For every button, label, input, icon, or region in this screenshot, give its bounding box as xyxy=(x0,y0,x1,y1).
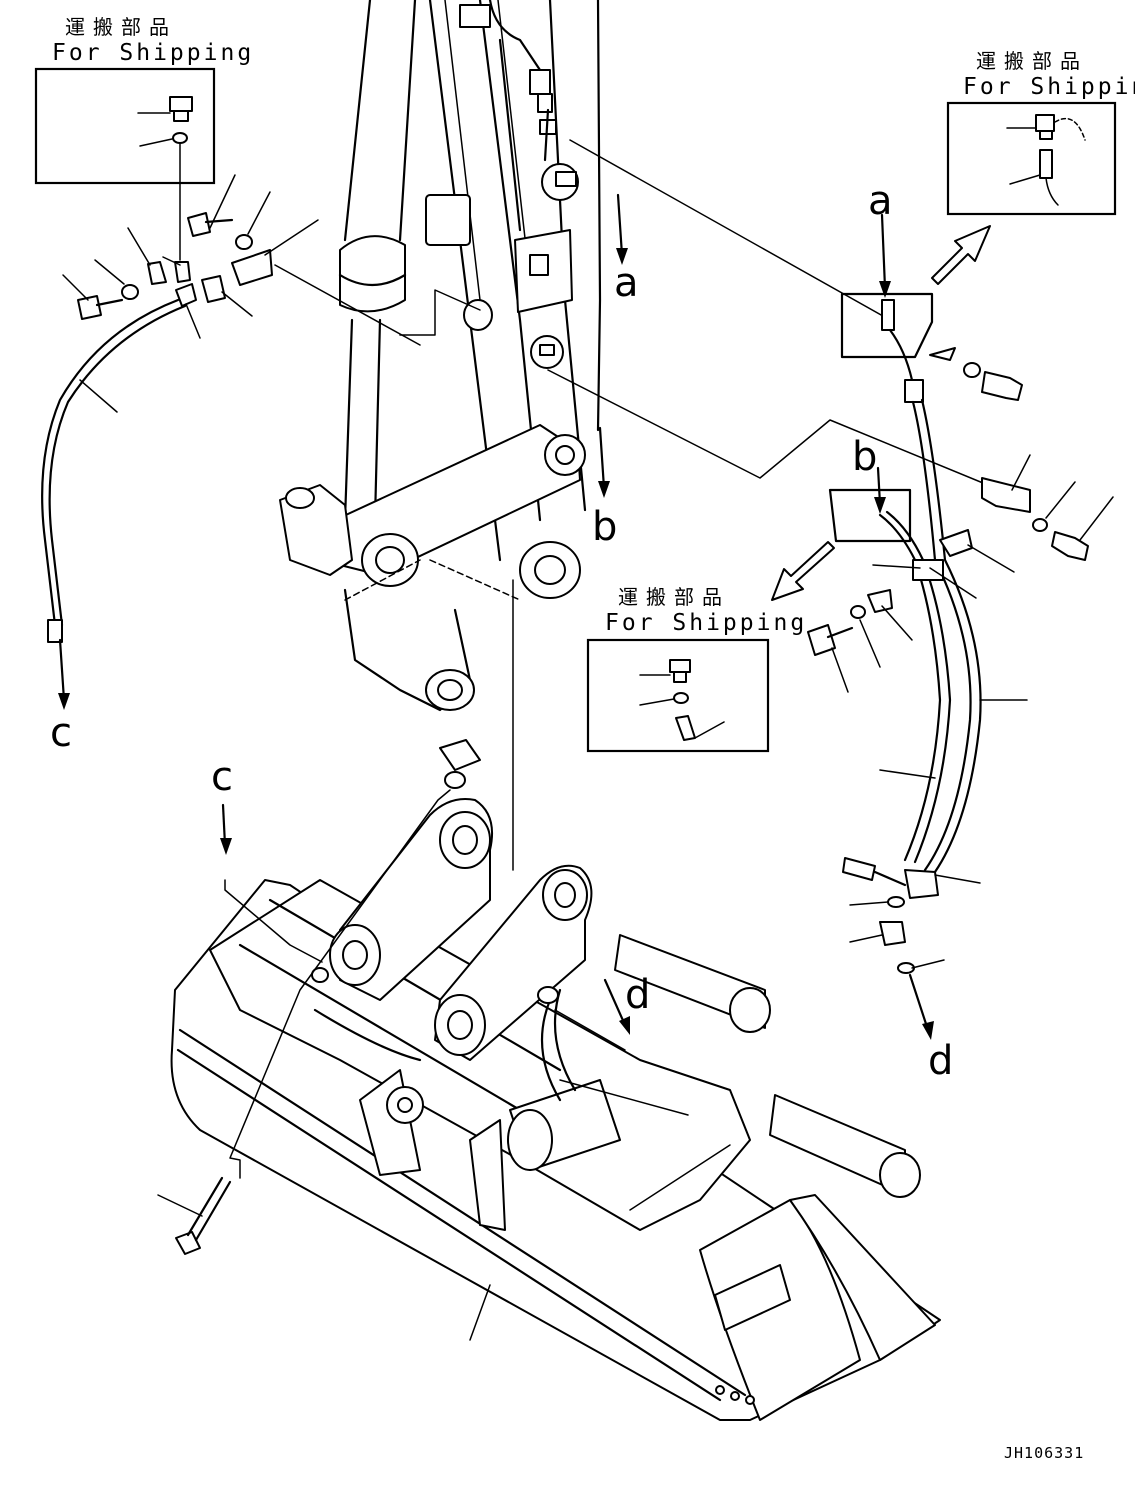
ref-b-arm: b xyxy=(592,426,617,550)
svg-text:a: a xyxy=(614,260,639,306)
plug-icon xyxy=(137,96,193,147)
plug-icon-2 xyxy=(639,659,725,741)
shipping-box-3-title-en: For Shipping xyxy=(605,610,807,636)
ref-b-right: b xyxy=(852,434,877,480)
shipping-box-1-title-jp: 運搬部品 xyxy=(65,15,177,39)
shipping-box-2-title-jp: 運搬部品 xyxy=(976,49,1088,73)
right-hose-assembly xyxy=(807,213,1114,1040)
left-hose-assembly xyxy=(41,174,421,710)
ref-a-right: a xyxy=(868,178,893,224)
ref-d-right: d xyxy=(928,1038,953,1084)
shipping-box-1: 運搬部品 For Shipping xyxy=(34,15,254,185)
shipping-box-3-title-jp: 運搬部品 xyxy=(618,585,730,609)
shipping-box-1-title-en: For Shipping xyxy=(52,40,254,66)
ref-a-arm: a xyxy=(614,193,639,306)
arrow-to-box-3 xyxy=(771,541,835,601)
ref-d-bucket: d xyxy=(625,972,650,1018)
coupler-cap-icon xyxy=(1006,114,1086,206)
shipping-box-2: 運搬部品 For Shipping xyxy=(946,49,1135,216)
arrow-to-box-2 xyxy=(931,225,991,285)
ref-c-left: c xyxy=(50,710,72,756)
svg-text:b: b xyxy=(592,504,617,550)
bucket-assembly xyxy=(157,739,941,1421)
ref-c-bucket: c xyxy=(211,754,233,800)
arm-assembly xyxy=(279,0,602,871)
shipping-box-3: 運搬部品 For Shipping xyxy=(586,585,807,753)
shipping-box-2-title-en: For Shipping xyxy=(963,74,1135,100)
drawing-code: JH106331 xyxy=(1004,1444,1084,1462)
